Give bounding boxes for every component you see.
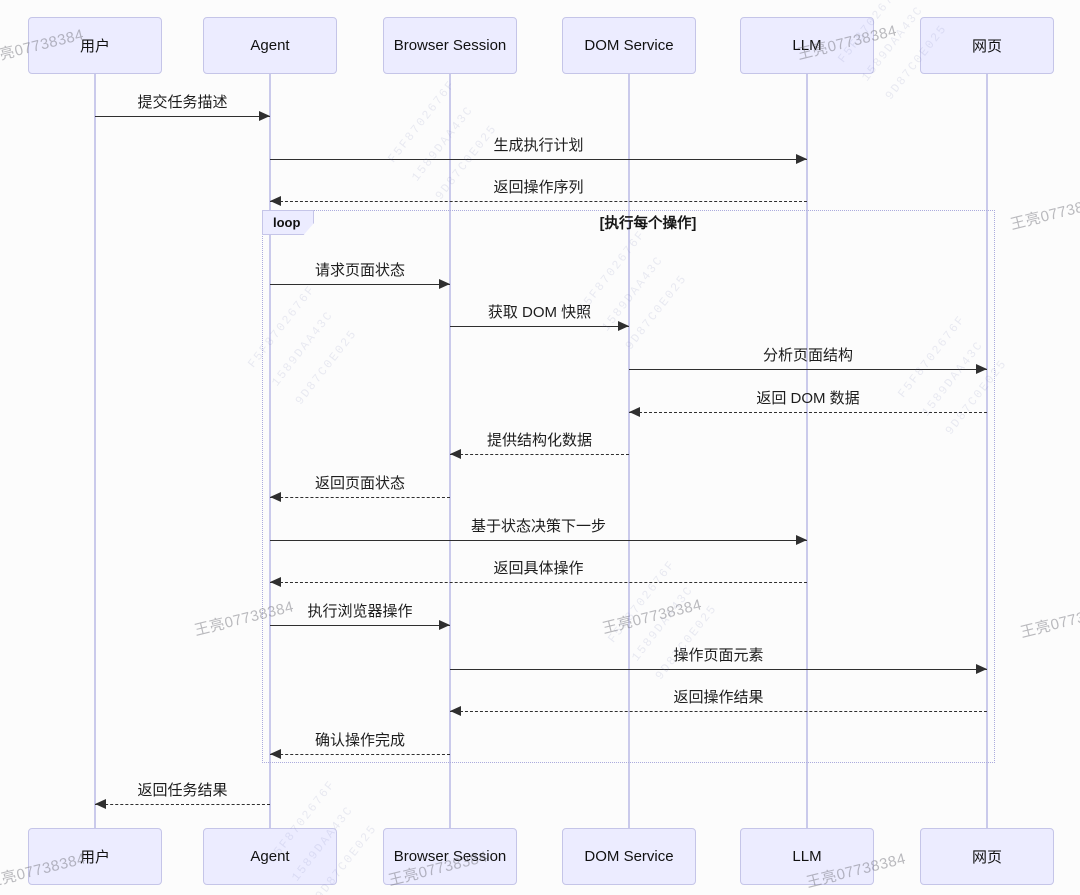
message-arrowhead-icon xyxy=(270,492,281,502)
loop-frame xyxy=(262,210,995,763)
actor-top-agent: Agent xyxy=(203,17,337,74)
message-label: 操作页面元素 xyxy=(673,647,764,664)
actor-bottom-llm: LLM xyxy=(740,828,874,885)
lifeline-llm xyxy=(806,74,808,828)
lifeline-user xyxy=(94,74,96,828)
message-arrowhead-icon xyxy=(450,706,461,716)
message-label: 返回操作序列 xyxy=(493,179,584,196)
actor-bottom-browser-session: Browser Session xyxy=(383,828,517,885)
message-label: 基于状态决策下一步 xyxy=(470,518,606,535)
message-label: 提交任务描述 xyxy=(137,94,228,111)
message-label: 生成执行计划 xyxy=(493,137,584,154)
message-label: 执行浏览器操作 xyxy=(307,603,413,620)
name-watermark: 王亮07738384 xyxy=(1008,192,1080,234)
actor-top-dom-service: DOM Service xyxy=(562,17,696,74)
lifeline-dom-service xyxy=(628,74,630,828)
message-line xyxy=(629,412,987,413)
actor-top-user: 用户 xyxy=(28,17,162,74)
actor-top-webpage: 网页 xyxy=(920,17,1054,74)
message-arrowhead-icon xyxy=(270,749,281,759)
message-label: 返回任务结果 xyxy=(137,782,228,799)
message-line xyxy=(95,116,270,117)
message-line xyxy=(95,804,270,805)
message-arrowhead-icon xyxy=(976,664,987,674)
message-arrowhead-icon xyxy=(95,799,106,809)
message-arrowhead-icon xyxy=(270,577,281,587)
message-label: 提供结构化数据 xyxy=(486,432,592,449)
name-watermark: 王亮07738384 xyxy=(1018,600,1080,642)
message-line xyxy=(270,754,450,755)
lifeline-agent xyxy=(269,74,271,828)
actor-bottom-webpage: 网页 xyxy=(920,828,1054,885)
message-arrowhead-icon xyxy=(450,449,461,459)
message-line xyxy=(270,625,450,626)
actor-bottom-user: 用户 xyxy=(28,828,162,885)
message-label: 请求页面状态 xyxy=(314,262,405,279)
message-line xyxy=(450,711,987,712)
message-label: 分析页面结构 xyxy=(762,347,853,364)
actor-top-browser-session: Browser Session xyxy=(383,17,517,74)
loop-keyword-label: loop xyxy=(262,210,314,235)
actor-bottom-dom-service: DOM Service xyxy=(562,828,696,885)
message-arrowhead-icon xyxy=(439,620,450,630)
message-arrowhead-icon xyxy=(618,321,629,331)
actor-top-llm: LLM xyxy=(740,17,874,74)
message-arrowhead-icon xyxy=(796,535,807,545)
message-line xyxy=(629,369,987,370)
message-line xyxy=(270,159,807,160)
message-arrowhead-icon xyxy=(629,407,640,417)
message-line xyxy=(270,497,450,498)
message-label: 返回 DOM 数据 xyxy=(756,390,860,407)
message-line xyxy=(450,326,629,327)
lifeline-webpage xyxy=(986,74,988,828)
message-line xyxy=(450,454,629,455)
message-label: 返回页面状态 xyxy=(314,475,405,492)
message-line xyxy=(270,540,807,541)
message-arrowhead-icon xyxy=(976,364,987,374)
message-label: 获取 DOM 快照 xyxy=(487,304,592,321)
message-line xyxy=(270,201,807,202)
message-line xyxy=(270,284,450,285)
loop-condition-label: [执行每个操作] xyxy=(599,216,697,232)
message-line xyxy=(270,582,807,583)
message-label: 确认操作完成 xyxy=(314,732,405,749)
message-line xyxy=(450,669,987,670)
message-arrowhead-icon xyxy=(796,154,807,164)
message-arrowhead-icon xyxy=(270,196,281,206)
message-arrowhead-icon xyxy=(439,279,450,289)
message-arrowhead-icon xyxy=(259,111,270,121)
actor-bottom-agent: Agent xyxy=(203,828,337,885)
message-label: 返回具体操作 xyxy=(493,560,584,577)
message-label: 返回操作结果 xyxy=(673,689,764,706)
texture-watermark-line: F5F8702676F xyxy=(385,77,459,166)
